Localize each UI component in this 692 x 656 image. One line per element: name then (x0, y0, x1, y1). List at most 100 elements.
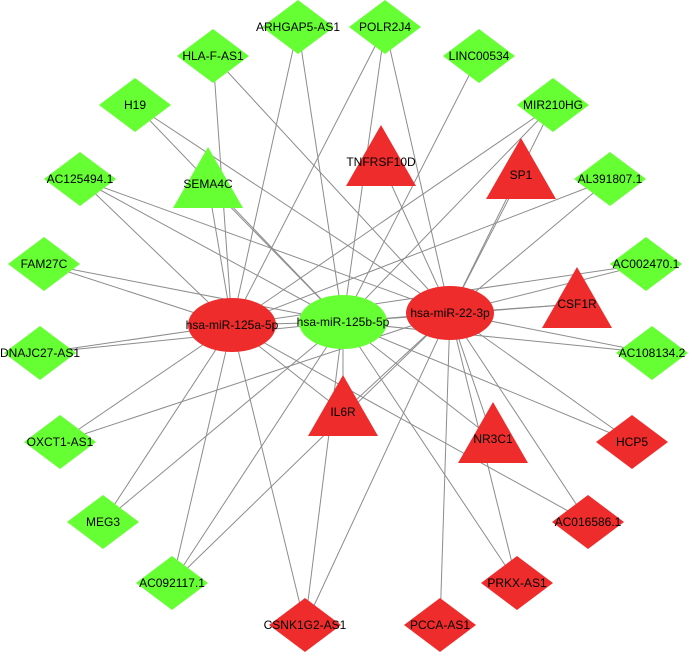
edge-mir22-oxct1 (59, 312, 451, 443)
node-nr3c1: NR3C1 (458, 402, 528, 463)
node-shape-csf1r (542, 267, 612, 328)
node-shape-dnajc27 (4, 326, 76, 380)
node-tnfrsf10d: TNFRSF10D (346, 125, 416, 186)
edge-mir125b-hcp5 (342, 321, 633, 443)
node-shape-ac108134 (616, 326, 688, 380)
node-shape-arhgap5 (262, 0, 334, 54)
node-label-ac016586: AC016586.1 (555, 515, 622, 529)
edge-mir125a-ac092117 (171, 324, 233, 584)
node-label-mir210hg: MIR210HG (523, 98, 583, 112)
edge-mir125b-csnk1g2 (304, 321, 344, 626)
edge-mir125b-ac092117 (171, 321, 344, 584)
node-label-mir22: hsa-miR-22-3p (410, 306, 490, 320)
node-label-mir125a: hsa-miR-125a-5p (186, 318, 279, 332)
node-shape-mir210hg (517, 78, 589, 132)
node-label-ac108134: AC108134.2 (619, 346, 686, 360)
edge-mir125b-dnajc27 (39, 321, 344, 354)
node-ac002470: AC002470.1 (610, 237, 682, 291)
edge-mir125a-csnk1g2 (231, 324, 306, 626)
node-label-pcca: PCCA-AS1 (410, 618, 470, 632)
node-label-oxct1: OXCT1-AS1 (27, 435, 94, 449)
edge-mir125a-mir210hg (231, 104, 554, 326)
node-shape-prkx (481, 556, 553, 610)
edge-mir22-pcca (439, 312, 451, 626)
node-label-h19: H19 (124, 98, 146, 112)
edge-mir125b-fam27c (43, 263, 344, 323)
node-label-arhgap5: ARHGAP5-AS1 (256, 20, 340, 34)
node-shape-hcp5 (596, 415, 668, 469)
edge-mir125b-ac125494 (79, 178, 344, 323)
edge-mir125b-ac108134 (342, 321, 653, 354)
node-arhgap5: ARHGAP5-AS1 (256, 0, 340, 54)
node-shape-al391807 (574, 152, 646, 206)
node-ac108134: AC108134.2 (616, 326, 688, 380)
node-label-csnk1g2: CSNK1G2-AS1 (264, 618, 347, 632)
node-ac092117: AC092117.1 (136, 556, 208, 610)
node-shape-h19 (99, 78, 171, 132)
edge-mir125a-ac016586 (231, 324, 589, 523)
node-sp1: SP1 (486, 138, 556, 199)
node-shape-sema4c (173, 147, 243, 208)
node-shape-mir125b (299, 295, 387, 349)
node-il6r: IL6R (308, 375, 378, 436)
node-shape-mir22 (406, 286, 494, 340)
node-hcp5: HCP5 (596, 415, 668, 469)
node-shape-nr3c1 (458, 402, 528, 463)
node-label-sema4c: SEMA4C (183, 177, 233, 191)
node-oxct1: OXCT1-AS1 (24, 415, 96, 469)
node-shape-oxct1 (24, 415, 96, 469)
node-shape-fam27c (8, 237, 80, 291)
node-shape-linc00534 (443, 29, 515, 83)
edge-mir125a-ac125494 (79, 178, 233, 326)
edge-mir125b-linc00534 (342, 55, 480, 323)
node-label-al391807: AL391807.1 (578, 172, 643, 186)
node-al391807: AL391807.1 (574, 152, 646, 206)
edge-mir22-hcp5 (449, 312, 633, 443)
node-label-tnfrsf10d: TNFRSF10D (346, 155, 416, 169)
edge-mir22-ac092117 (171, 312, 451, 584)
node-label-csf1r: CSF1R (557, 297, 597, 311)
node-shape-polr2j4 (349, 0, 421, 54)
node-shape-pcca (404, 598, 476, 652)
node-label-linc00534: LINC00534 (449, 49, 510, 63)
edge-mir22-mir210hg (449, 104, 554, 314)
node-label-ac125494: AC125494.1 (47, 172, 114, 186)
node-mir22: hsa-miR-22-3p (406, 286, 494, 340)
node-label-polr2j4: POLR2J4 (359, 20, 411, 34)
edge-mir22-h19 (134, 104, 451, 314)
node-h19: H19 (99, 78, 171, 132)
node-pcca: PCCA-AS1 (404, 598, 476, 652)
node-label-sp1: SP1 (510, 168, 533, 182)
node-prkx: PRKX-AS1 (481, 556, 553, 610)
node-shape-sp1 (486, 138, 556, 199)
edge-mir125a-al391807 (231, 178, 611, 326)
node-dnajc27: DNAJC27-AS1 (0, 326, 80, 380)
edge-mir125b-meg3 (102, 321, 344, 523)
edge-mir22-al391807 (449, 178, 611, 314)
node-mir125a: hsa-miR-125a-5p (186, 298, 279, 352)
node-sema4c: SEMA4C (173, 147, 243, 208)
edge-mir22-hlaf (212, 55, 451, 314)
edge-mir125b-mir210hg (342, 104, 554, 323)
node-label-fam27c: FAM27C (21, 257, 68, 271)
node-shape-csnk1g2 (269, 598, 341, 652)
node-shape-mir125a (188, 298, 276, 352)
node-fam27c: FAM27C (8, 237, 80, 291)
edge-mir22-ac016586 (449, 312, 589, 523)
node-label-mir125b: hsa-miR-125b-5p (297, 315, 390, 329)
node-label-ac002470: AC002470.1 (613, 257, 680, 271)
node-shape-il6r (308, 375, 378, 436)
node-label-prkx: PRKX-AS1 (487, 576, 547, 590)
node-label-meg3: MEG3 (86, 515, 120, 529)
edge-mir22-csnk1g2 (304, 312, 451, 626)
node-ac125494: AC125494.1 (44, 152, 116, 206)
node-shape-meg3 (67, 495, 139, 549)
node-meg3: MEG3 (67, 495, 139, 549)
node-shape-ac016586 (552, 495, 624, 549)
node-shape-ac002470 (610, 237, 682, 291)
node-shape-tnfrsf10d (346, 125, 416, 186)
node-ac016586: AC016586.1 (552, 495, 624, 549)
node-hlaf: HLA-F-AS1 (177, 29, 249, 83)
node-shape-hlaf (177, 29, 249, 83)
